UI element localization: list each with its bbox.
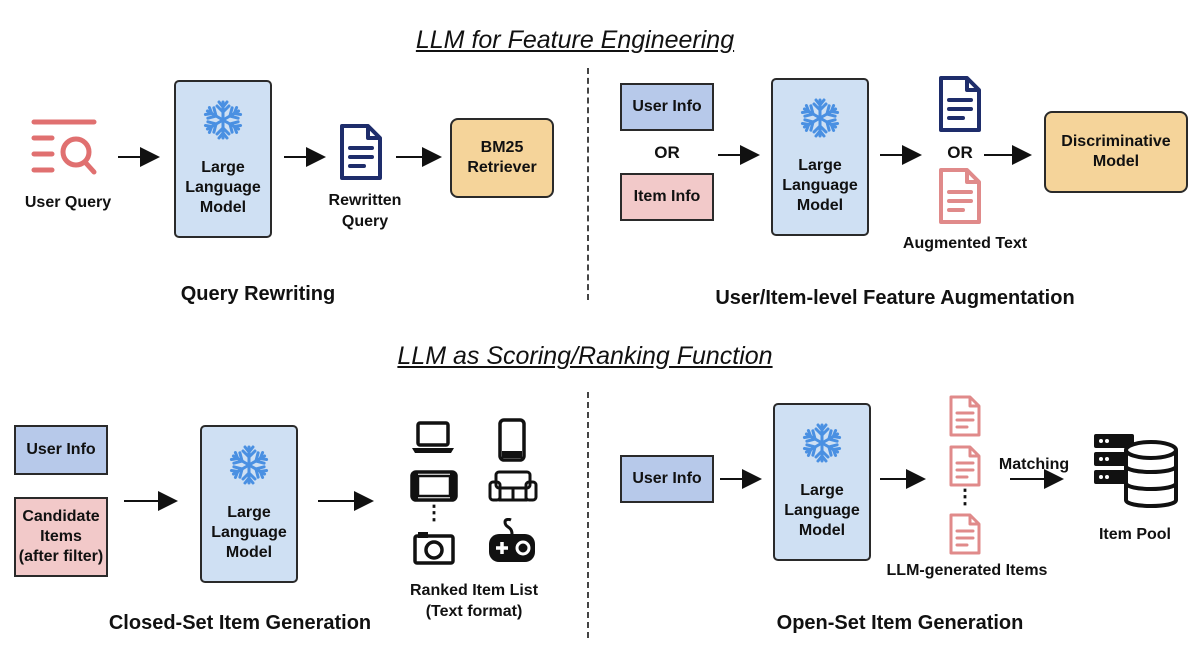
user-info-box-augmentation: User Info [620,83,714,131]
phone-icon [498,418,526,462]
database-icon [1094,434,1178,508]
or-label: OR [654,143,680,162]
rewritten-query-label: Rewritten Query [328,192,402,230]
ranked-item-list-label: Ranked Item List (Text format) [409,582,539,620]
open-set-caption: Open-Set Item Generation [776,612,1024,634]
bm25-retriever-box: BM25 Retriever [450,118,554,198]
or-label: OR [947,143,973,162]
llm-box-augmentation: Large Language Model [771,78,869,236]
section-title-scoring-ranking: LLM as Scoring/Ranking Function [397,342,773,370]
sofa-icon [488,470,538,502]
gamepad-icon [489,518,535,562]
ellipsis-dots: ⋮ [424,502,444,524]
discriminative-model-box: Discriminative Model [1044,111,1188,193]
candidate-items-box: Candidate Items (after filter) [14,497,108,577]
llm-generated-items-label: LLM-generated Items [886,562,1048,579]
user-info-box-open-set: User Info [620,455,714,503]
laptop-icon [412,421,454,453]
llm-box-query-rewriting: Large Language Model [174,80,272,238]
user-info-box-closed-set: User Info [14,425,108,475]
user-query-label: User Query [24,194,112,211]
item-info-box: Item Info [620,173,714,221]
search-list-icon [31,119,97,175]
llm-box-closed-set: Large Language Model [200,425,298,583]
augmented-text-label: Augmented Text [902,235,1028,252]
section-title-feature-engineering: LLM for Feature Engineering [415,26,735,54]
divider-top [587,68,589,300]
closed-set-caption: Closed-Set Item Generation [108,612,372,634]
ellipsis-dots: ⋮ [955,486,975,508]
tablet-icon [410,470,458,502]
feature-augmentation-caption: User/Item-level Feature Augmentation [715,287,1075,309]
llm-label: Large Language Model [211,504,287,561]
llm-label: Large Language Model [185,159,261,216]
llm-label: Large Language Model [784,482,860,539]
matching-label: Matching [998,456,1070,473]
llm-label: Large Language Model [782,157,858,214]
camera-icon [413,532,455,565]
divider-bottom [587,392,589,638]
llm-box-open-set: Large Language Model [773,403,871,561]
item-pool-label: Item Pool [1098,526,1171,543]
query-rewriting-caption: Query Rewriting [180,283,336,305]
